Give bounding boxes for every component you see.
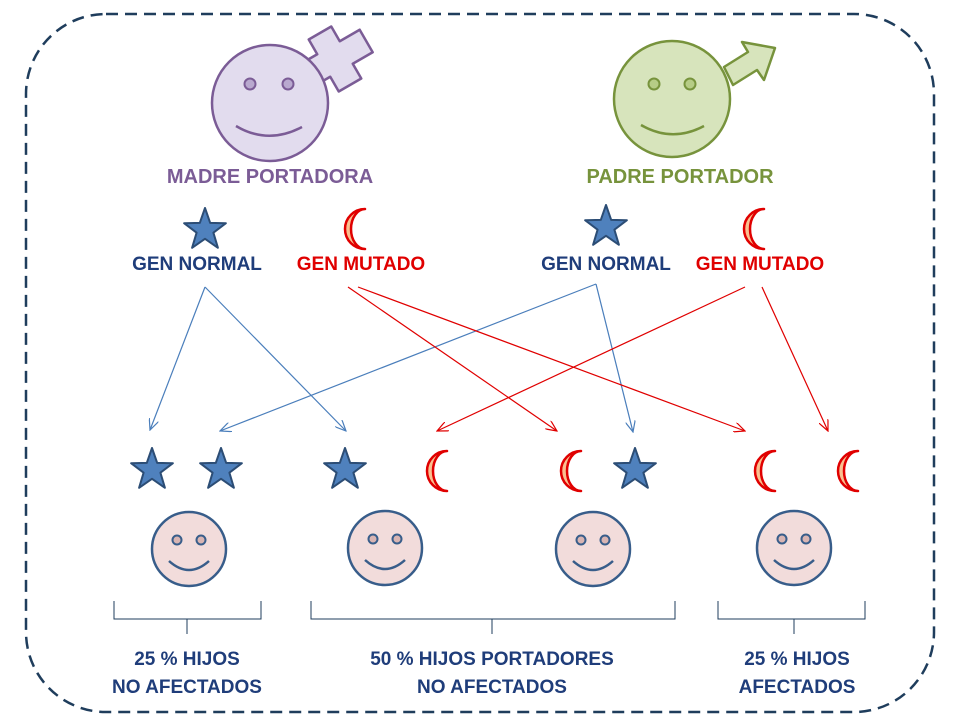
father-mutated-gene-label: GEN MUTADO <box>695 254 825 275</box>
carriers-caption-line1: 50 % HIJOS PORTADORES <box>370 649 614 670</box>
child4-face-icon <box>755 509 833 587</box>
group-brackets <box>113 601 866 634</box>
arrow-father-normal-to-child1 <box>220 283 597 431</box>
unaffected-caption-line1: 25 % HIJOS <box>134 649 240 670</box>
mother-mutated-gene-label: GEN MUTADO <box>296 254 426 275</box>
affected-caption-line1: 25 % HIJOS <box>744 649 850 670</box>
arrow-father-mutated-to-child2 <box>437 286 746 431</box>
unaffected-caption-line2: NO AFECTADOS <box>112 677 262 698</box>
child2-face-icon <box>346 509 424 587</box>
father-normal-star-icon <box>584 204 628 246</box>
child1-star-icon <box>130 447 174 489</box>
father-normal-gene-label: GEN NORMAL <box>541 254 671 275</box>
dashed-frame <box>24 12 936 714</box>
mother-mutated-crescent-icon <box>343 207 367 251</box>
child4-crescent-icon <box>753 449 777 493</box>
child1-star-icon <box>199 447 243 489</box>
bracket-affected <box>717 601 866 634</box>
carriers-caption: 50 % HIJOS PORTADORES NO AFECTADOS <box>332 646 652 702</box>
arrow-father-normal-to-child3 <box>595 283 633 432</box>
mother-normal-gene-label: GEN NORMAL <box>132 254 262 275</box>
child3-crescent-icon <box>559 449 583 493</box>
child1-face-icon <box>150 510 228 588</box>
mother-normal-star-icon <box>183 207 227 249</box>
affected-caption-line2: AFECTADOS <box>738 677 856 698</box>
child2-crescent-icon <box>425 449 449 493</box>
carriers-caption-line2: NO AFECTADOS <box>417 677 567 698</box>
mother-label: MADRE PORTADORA <box>166 166 374 188</box>
father-face-icon <box>612 39 777 159</box>
arrow-mother-normal-to-child2 <box>204 286 346 431</box>
father-mutated-crescent-icon <box>742 207 766 251</box>
bracket-carriers <box>310 601 676 634</box>
child3-face-icon <box>554 510 632 588</box>
child3-star-icon <box>613 447 657 489</box>
arrow-mother-mutated-to-child3 <box>347 286 557 431</box>
unaffected-caption: 25 % HIJOS NO AFECTADOS <box>87 646 287 702</box>
inheritance-arrows <box>150 283 828 432</box>
arrow-mother-mutated-to-child4 <box>357 286 745 431</box>
child4-crescent-icon <box>836 449 860 493</box>
mother-face-icon <box>210 25 374 163</box>
bracket-unaffected <box>113 601 262 634</box>
affected-caption: 25 % HIJOS AFECTADOS <box>697 646 897 702</box>
arrow-father-mutated-to-child4 <box>761 286 828 431</box>
arrow-mother-normal-to-child1 <box>150 286 206 430</box>
father-label: PADRE PORTADOR <box>586 166 774 188</box>
child2-star-icon <box>323 447 367 489</box>
